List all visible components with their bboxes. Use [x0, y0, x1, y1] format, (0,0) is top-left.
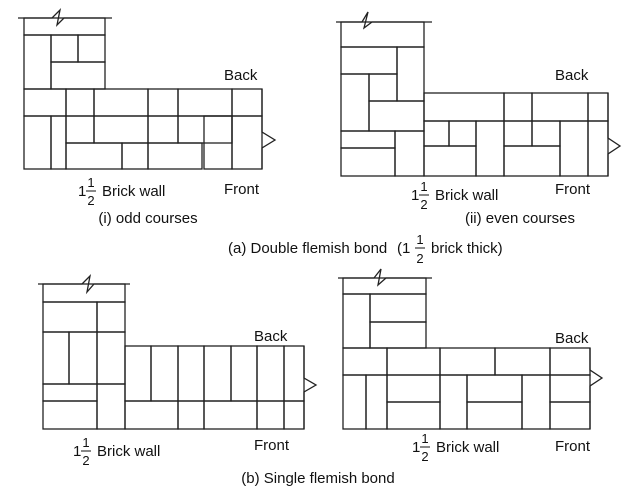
even-caption: (ii) even courses [465, 210, 575, 227]
single-right-front-course [342, 374, 591, 430]
single-right-back-label: Back [555, 330, 589, 347]
single-right-front-label: Front [555, 438, 591, 455]
even-wall-thickness-label: 1 1 2 Brick wall [411, 179, 498, 212]
single-left-wall-numerator: 1 [82, 435, 89, 450]
odd-right-break-line [261, 89, 277, 169]
single-left-wall-thickness-label: 1 1 2 Brick wall [73, 435, 160, 468]
panel-odd-courses: Back Front 1 1 2 Brick wall (i) odd cour… [18, 8, 277, 227]
double-flemish-caption: (a) Double flemish bond (1 1 2 brick thi… [228, 232, 503, 266]
odd-wall-whole: 1 [78, 183, 86, 200]
even-wall-numerator: 1 [420, 179, 427, 194]
even-vertical-pier-bricks [340, 21, 425, 177]
even-front-course [423, 120, 609, 177]
single-right-wall-whole: 1 [412, 439, 420, 456]
single-right-wall-thickness-label: 1 1 2 Brick wall [412, 431, 499, 464]
single-right-back-course [342, 347, 591, 376]
even-back-course [423, 92, 609, 122]
single-left-back-label: Back [254, 328, 288, 345]
single-right-top-break-line [338, 268, 432, 287]
odd-caption: (i) odd courses [98, 210, 197, 227]
single-right-right-break-line [589, 348, 604, 429]
single-left-right-break-line [303, 346, 318, 429]
even-wall-text: Brick wall [435, 187, 498, 204]
panel-single-right: Back Front 1 1 2 Brick wall [338, 268, 604, 464]
single-right-wall-text: Brick wall [436, 439, 499, 456]
even-wall-whole: 1 [411, 187, 419, 204]
odd-front-course [23, 115, 263, 170]
odd-vertical-pier-bricks [23, 17, 106, 90]
odd-wall-text: Brick wall [102, 183, 165, 200]
single-left-back-course [124, 345, 305, 402]
odd-wall-denominator: 2 [87, 193, 94, 208]
odd-back-label: Back [224, 67, 258, 84]
single-left-front-course [124, 400, 305, 430]
double-caption-open: (1 [397, 240, 410, 257]
even-back-label: Back [555, 67, 589, 84]
odd-top-break-line [18, 8, 112, 27]
single-left-wall-whole: 1 [73, 443, 81, 460]
single-right-pier-bricks [342, 277, 427, 349]
single-left-wall-denominator: 2 [82, 453, 89, 468]
single-flemish-caption: (b) Single flemish bond [241, 470, 394, 487]
odd-wall-numerator: 1 [87, 175, 94, 190]
double-caption-denominator: 2 [416, 251, 423, 266]
even-right-break-line [607, 93, 622, 176]
odd-front-label: Front [224, 181, 260, 198]
double-caption-numerator: 1 [416, 232, 423, 247]
even-top-break-line [336, 11, 432, 30]
single-right-wall-numerator: 1 [421, 431, 428, 446]
panel-single-left: Back Front 1 1 2 Brick wall [38, 274, 318, 468]
even-wall-denominator: 2 [420, 197, 427, 212]
single-left-pier-bricks [42, 283, 126, 430]
single-left-wall-text: Brick wall [97, 443, 160, 460]
odd-back-course [23, 88, 263, 117]
double-caption-suffix: brick thick) [431, 240, 503, 257]
panel-even-courses: Back Front 1 1 2 Brick wall (ii) even co… [336, 11, 622, 227]
double-caption-prefix: (a) Double flemish bond [228, 240, 387, 257]
odd-wall-thickness-label: 1 1 2 Brick wall [78, 175, 165, 208]
single-left-top-break-line [38, 274, 130, 295]
even-front-label: Front [555, 181, 591, 198]
single-left-front-label: Front [254, 437, 290, 454]
single-right-wall-denominator: 2 [421, 449, 428, 464]
